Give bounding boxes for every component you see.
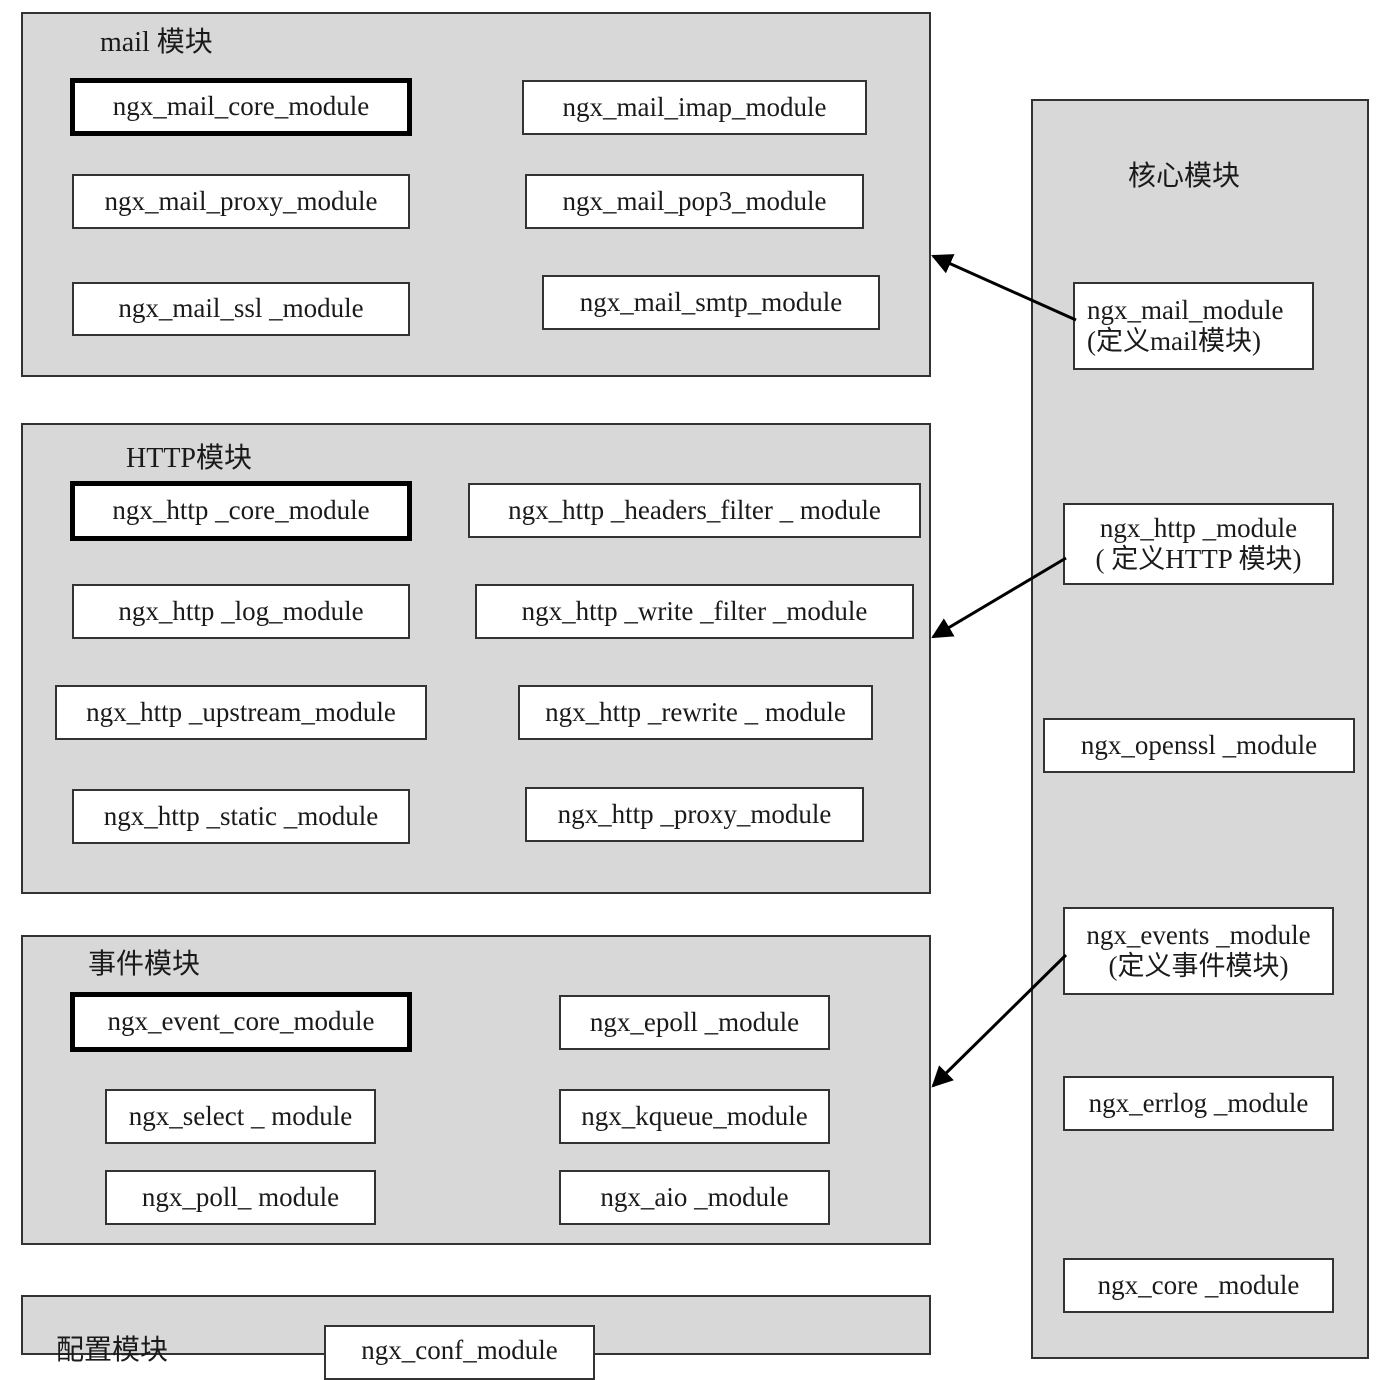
- http-upstream-module-box: ngx_http _upstream_module: [55, 685, 427, 740]
- mail-module-name: ngx_mail_module: [1087, 294, 1284, 325]
- http-write-filter-module-box: ngx_http _write _filter _module: [475, 584, 914, 639]
- events-module-box: ngx_events _module (定义事件模块): [1063, 907, 1334, 995]
- http-static-module-box: ngx_http _static _module: [72, 789, 410, 844]
- epoll-module-box: ngx_epoll _module: [559, 995, 830, 1050]
- conf-panel-title: 配置模块: [56, 1335, 169, 1366]
- conf-module-box: ngx_conf_module: [324, 1325, 595, 1380]
- http-headers-filter-module-box: ngx_http _headers_filter _ module: [468, 483, 921, 538]
- mail-pop3-module-box: ngx_mail_pop3_module: [525, 174, 864, 229]
- mail-panel-title: mail 模块: [100, 27, 213, 58]
- events-module-name: ngx_events _module: [1086, 919, 1311, 950]
- events-module-desc: (定义事件模块): [1108, 951, 1289, 981]
- mail-core-module-box: ngx_mail_core_module: [70, 78, 412, 136]
- core-module-box: ngx_core _module: [1063, 1258, 1334, 1313]
- poll-module-box: ngx_poll_ module: [105, 1170, 376, 1225]
- core-panel-title: 核心模块: [1128, 161, 1241, 192]
- http-core-module-box: ngx_http _core_module: [70, 481, 412, 541]
- errlog-module-box: ngx_errlog _module: [1063, 1076, 1334, 1131]
- http-log-module-box: ngx_http _log_module: [72, 584, 410, 639]
- mail-module-desc: (定义mail模块): [1087, 326, 1261, 356]
- openssl-module-box: ngx_openssl _module: [1043, 718, 1355, 773]
- aio-module-box: ngx_aio _module: [559, 1170, 830, 1225]
- event-panel-title: 事件模块: [88, 949, 201, 980]
- mail-imap-module-box: ngx_mail_imap_module: [522, 80, 867, 135]
- mail-module-box: ngx_mail_module (定义mail模块): [1073, 282, 1314, 370]
- select-module-box: ngx_select _ module: [105, 1089, 376, 1144]
- http-module-desc: ( 定义HTTP 模块): [1095, 544, 1302, 574]
- http-rewrite-module-box: ngx_http _rewrite _ module: [518, 685, 873, 740]
- mail-smtp-module-box: ngx_mail_smtp_module: [542, 275, 880, 330]
- kqueue-module-box: ngx_kqueue_module: [559, 1089, 830, 1144]
- http-panel-title: HTTP模块: [126, 443, 253, 474]
- http-module-name: ngx_http _module: [1099, 512, 1298, 543]
- mail-proxy-module-box: ngx_mail_proxy_module: [72, 174, 410, 229]
- http-module-box: ngx_http _module ( 定义HTTP 模块): [1063, 503, 1334, 585]
- mail-ssl-module-box: ngx_mail_ssl _module: [72, 282, 410, 336]
- event-core-module-box: ngx_event_core_module: [70, 992, 412, 1052]
- http-proxy-module-box: ngx_http _proxy_module: [525, 787, 864, 842]
